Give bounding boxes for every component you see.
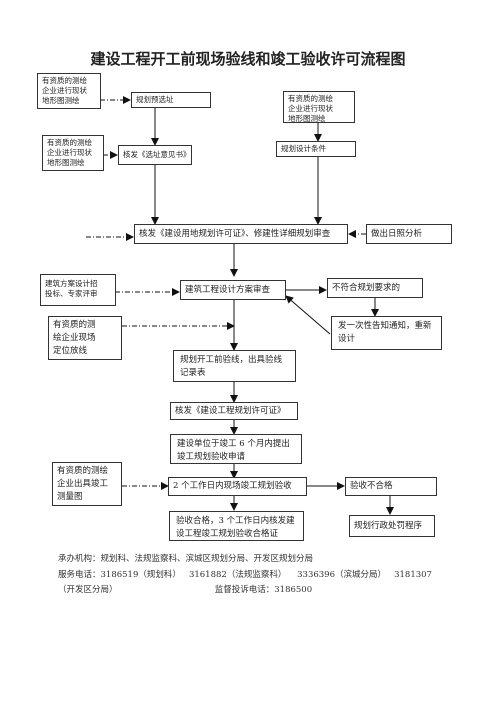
survey-box-2: 有资质的测绘 企业进行现状 地形图测绘 [42,135,104,171]
expert-review-box: 建筑方案设计招 投标、专家评审 [40,274,116,306]
survey-box-1: 有资质的测绘 企业进行现状 地形图测绘 [37,73,101,109]
design-conditions-box: 规划设计条件 [276,141,356,157]
pre-check-box: 规划开工前验线，出具验线 记录表 [173,350,296,382]
survey-box-3: 有资质的测绘 企业进行现状 地形图测绘 [283,91,355,123]
planning-site-box: 规划预选址 [131,92,211,108]
footer-phones: 服务电话：3186519（规划科） 3161882（法规监察科） 3336396… [58,570,432,580]
setout-company-box: 有资质的测 绘企业现场 定位放线 [48,316,122,360]
footer-agencies: 承办机构：规划科、法规监察科、滨城区规划分局、开发区规划分局 [58,554,314,564]
acceptance-pass-box: 验收合格，3 个工作日内核发建 设工程竣工规划验收合格证 [169,511,304,541]
land-permit-box: 核发《建设用地规划许可证》、修建性详细规划审查 [134,224,348,244]
site-opinion-box: 核发《选址意见书》 [118,145,192,165]
project-permit-box: 核发《建设工程规划许可证》 [170,402,298,420]
design-review-box: 建筑工程设计方案审查 [180,280,286,300]
footer-complaint: （开发区分局） 监督投诉电话：3186500 [58,585,313,595]
apply-acceptance-box: 建设单位于竣工 6 个月内提出 竣工规划验收申请 [170,434,302,464]
noncompliant-box: 不符合规划要求的 [327,278,423,298]
acceptance-box: 2 个工作日内现场竣工规划验收 [168,477,307,496]
penalty-procedure-box: 规划行政处罚程序 [349,515,435,537]
notify-redesign-box: 发一次性告知通知，重新 设计 [331,316,442,350]
sunlight-analysis-box: 做出日照分析 [366,224,452,244]
completion-survey-box: 有资质的测绘 企业出具竣工 测量图 [52,462,122,506]
arrow-notify-to-review [285,295,331,335]
acceptance-fail-box: 验收不合格 [345,477,437,496]
page-title: 建设工程开工前现场验线和竣工验收许可流程图 [90,50,406,68]
